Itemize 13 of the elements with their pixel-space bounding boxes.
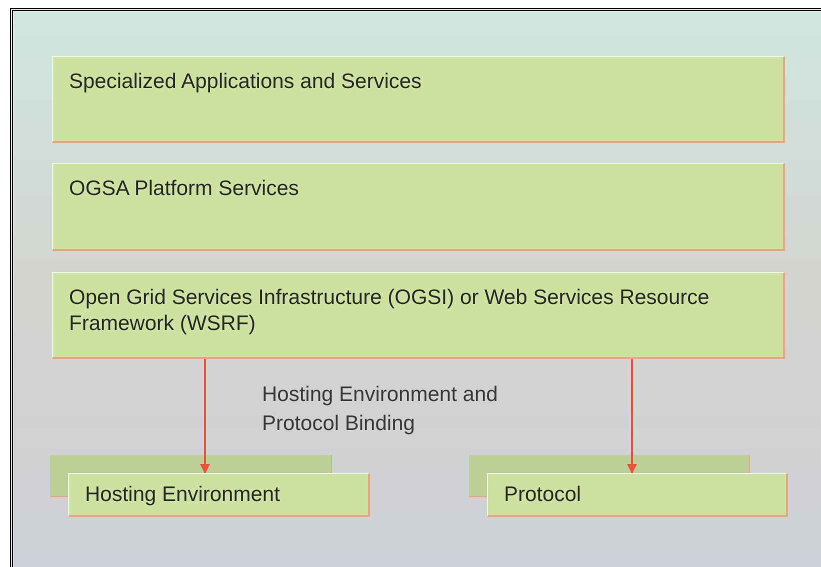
box-label: OGSA Platform Services xyxy=(69,176,300,202)
layer-box xyxy=(52,272,785,359)
arrow xyxy=(200,359,210,474)
layer-box xyxy=(52,56,785,143)
box-label: Specialized Applications and Services xyxy=(69,69,423,95)
arrow xyxy=(627,359,637,474)
box-label: Protocol xyxy=(504,482,582,508)
box-label: Hosting Environment xyxy=(85,482,280,508)
binding-label: Hosting Environment and Protocol Binding xyxy=(262,382,499,437)
box-label: Open Grid Services Infrastructure (OGSI) or Web Services Resource Framework (WSRF) xyxy=(69,285,710,337)
layer-box xyxy=(68,473,370,517)
layer-box xyxy=(52,163,785,251)
layer-box xyxy=(487,473,788,517)
